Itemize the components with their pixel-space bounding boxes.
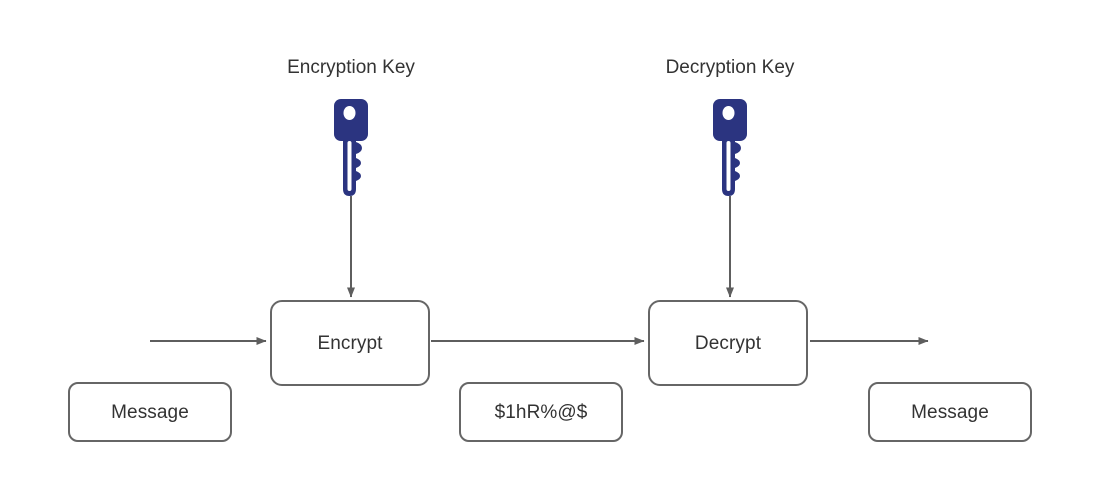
encryption-key-label: Encryption Key <box>287 57 415 78</box>
ciphertext-box[interactable]: $1hR%@$ <box>459 382 623 442</box>
decryption-key-icon <box>710 97 750 197</box>
plaintext-output-box[interactable]: Message <box>868 382 1032 442</box>
key-glyph <box>334 99 368 196</box>
decrypt-box[interactable]: Decrypt <box>648 300 808 386</box>
key-glyph <box>713 99 747 196</box>
encryption-key-icon <box>331 97 371 197</box>
decryption-key-label: Decryption Key <box>665 57 795 78</box>
encrypt-box[interactable]: Encrypt <box>270 300 430 386</box>
plaintext-input-box[interactable]: Message <box>68 382 232 442</box>
